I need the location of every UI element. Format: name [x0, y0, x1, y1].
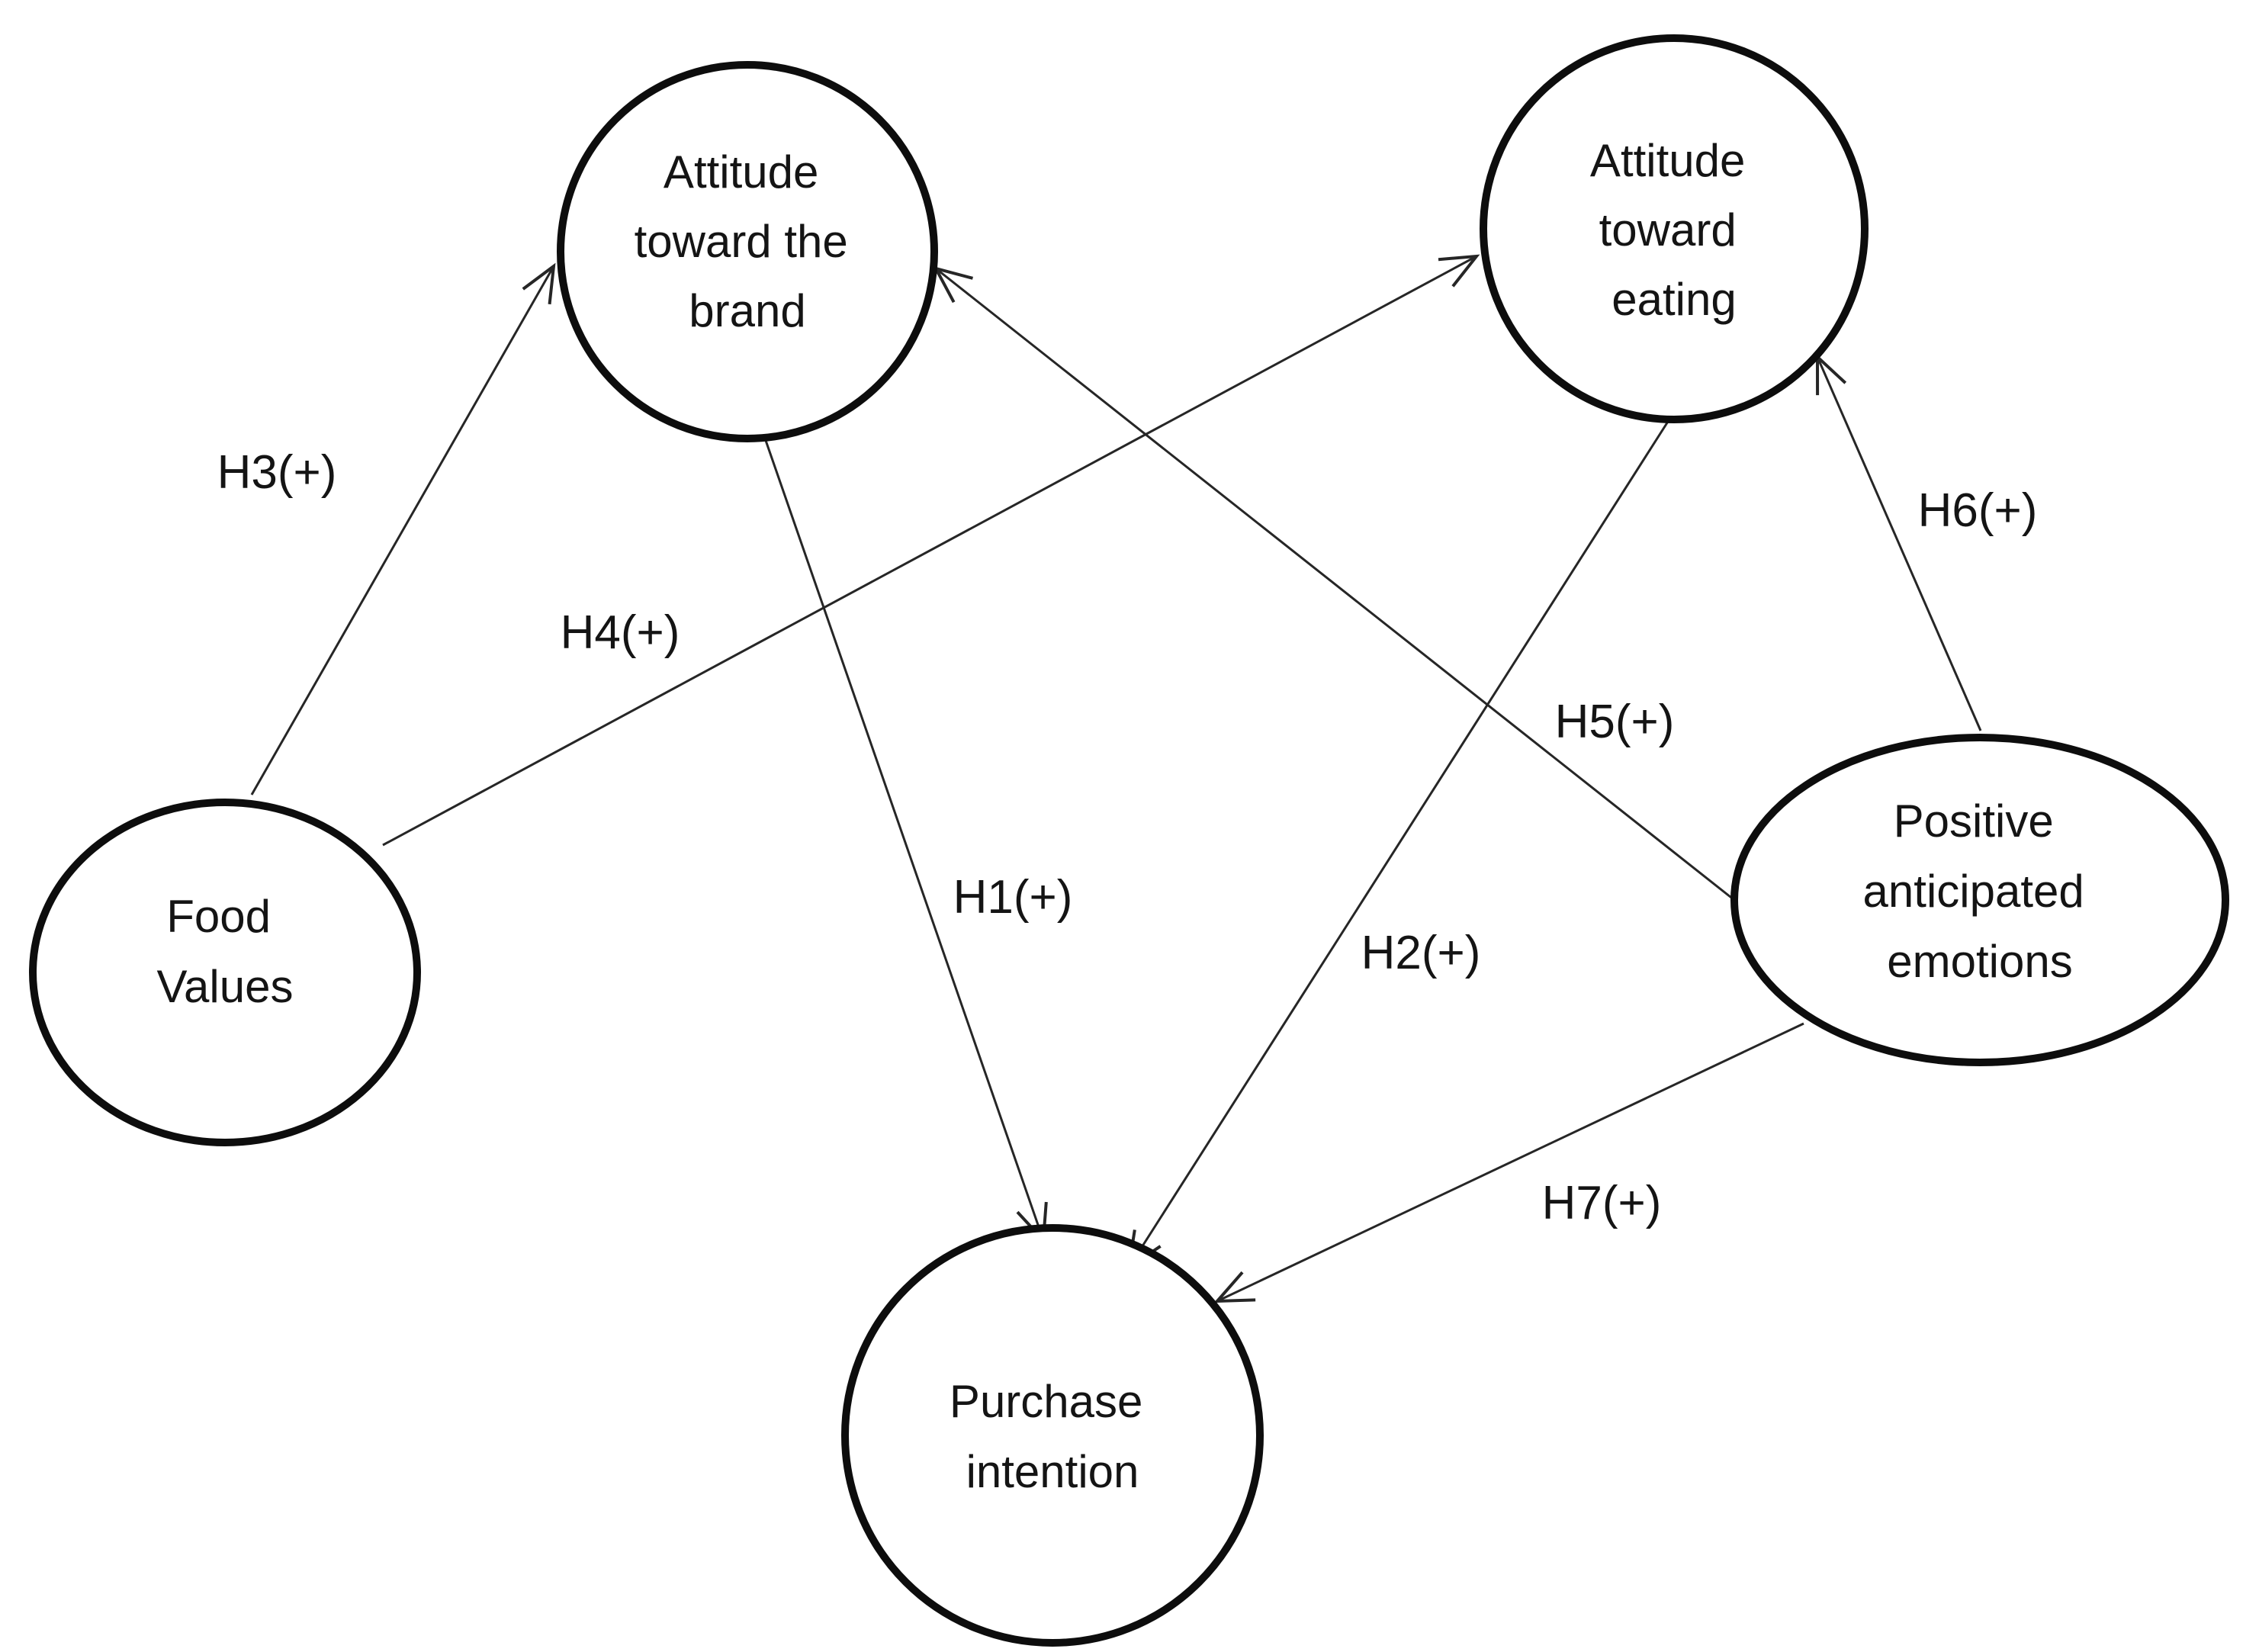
- node-attitude-toward-eating-shape: [1480, 34, 1869, 423]
- edge-h4-food-to-eating: [382, 254, 1480, 847]
- node-attitude-toward-the-brand-label: Attitude toward the brand: [635, 146, 861, 336]
- node-attitude-toward-the-brand-shape: [557, 61, 938, 442]
- edge-h7-emotions-to-purchase: [1213, 1022, 1804, 1303]
- edge-h6-emotions-to-eating: [1815, 353, 1982, 731]
- edge-label-h2: H2(+): [1361, 927, 1481, 979]
- edge-label-h5: H5(+): [1555, 696, 1675, 748]
- node-positive-anticipated-emotions-label: Positive anticipated emotions: [1863, 795, 2097, 987]
- edge-h5-emotions-to-brand: [933, 265, 1735, 902]
- node-purchase-intention: Purchase intention: [841, 1224, 1264, 1647]
- edge-labels: H1(+) H2(+) H3(+) H4(+) H5(+) H6(+) H7(+…: [217, 446, 2038, 1229]
- edges: [250, 254, 1982, 1303]
- node-purchase-intention-label: Purchase intention: [950, 1376, 1155, 1497]
- node-attitude-toward-eating-label: Attitude toward eating: [1590, 135, 1758, 325]
- node-attitude-toward-the-brand: Attitude toward the brand: [557, 61, 938, 442]
- edge-label-h7: H7(+): [1542, 1177, 1662, 1229]
- node-food-values: Food Values: [29, 799, 421, 1146]
- node-attitude-toward-eating: Attitude toward eating: [1480, 34, 1869, 423]
- edge-label-h4: H4(+): [561, 606, 680, 659]
- node-food-values-shape: [29, 799, 421, 1146]
- node-purchase-intention-shape: [841, 1224, 1264, 1647]
- edge-label-h6: H6(+): [1918, 484, 2038, 537]
- edge-label-h1: H1(+): [953, 871, 1073, 924]
- edge-h3-food-to-brand: [250, 262, 556, 795]
- edge-h2-eating-to-purchase: [1126, 417, 1672, 1271]
- edge-h1-brand-to-purchase: [761, 431, 1048, 1244]
- edge-label-h3: H3(+): [217, 446, 337, 499]
- node-positive-anticipated-emotions: Positive anticipated emotions: [1730, 734, 2229, 1066]
- node-positive-anticipated-emotions-shape: [1730, 734, 2229, 1066]
- node-food-values-label: Food Values: [156, 891, 293, 1012]
